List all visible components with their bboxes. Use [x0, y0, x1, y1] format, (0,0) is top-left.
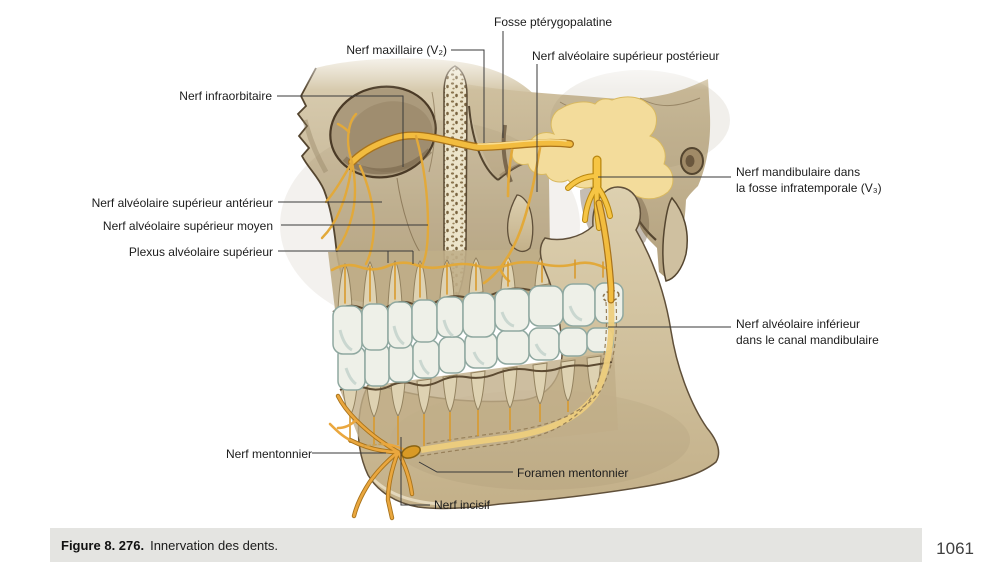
label-foramen-mentonnier: Foramen mentonnier [517, 466, 629, 480]
mental-foramen [401, 445, 421, 459]
page-number: 1061 [936, 539, 974, 558]
label-nerf-incisif: Nerf incisif [434, 498, 491, 512]
label-nerf-alveolaire-inferieur-line1: Nerf alvéolaire inférieur [736, 317, 861, 331]
figure-caption-number: Figure 8. 276. [61, 537, 145, 553]
leader-foramen [418, 461, 513, 473]
label-nerf-alveolaire-inferieur: Nerf alvéolaire inférieur dans le canal … [736, 316, 879, 348]
label-nerf-infraorbitaire: Nerf infraorbitaire [179, 89, 272, 103]
leader-lines [277, 31, 731, 506]
fat-pad [511, 96, 674, 200]
mandibular-foramen [602, 289, 620, 303]
figure-caption-text: Innervation des dents. [150, 537, 279, 553]
figure-caption-bar: Figure 8. 276. Innervation des dents. [50, 528, 922, 562]
styloid-process [662, 196, 688, 282]
superior-alveolar-plexus [330, 260, 607, 272]
teeth-shading [338, 305, 583, 386]
top-fade [270, 48, 730, 90]
label-nerf-mentonnier: Nerf mentonnier [225, 447, 312, 461]
label-nerf-alveolaire-inferieur-line2: dans le canal mandibulaire [736, 333, 879, 347]
label-plexus-alveolaire-superieur: Plexus alvéolaire supérieur [128, 245, 273, 259]
label-nerf-maxillaire: Nerf maxillaire (V₂) [346, 43, 447, 57]
teeth-upper [332, 282, 624, 355]
label-fosse-pterygopalatine: Fosse ptérygopalatine [494, 15, 613, 29]
label-nerf-mandibulaire-line2: la fosse infratemporale (V₃) [736, 181, 882, 195]
label-nerf-alveolaire-sup-posterieur: Nerf alvéolaire supérieur postérieur [532, 49, 720, 63]
label-nerf-mandibulaire-line1: Nerf mandibulaire dans [736, 165, 861, 179]
leader-incisif [400, 437, 430, 506]
mental-nerve [328, 393, 415, 521]
leader-maxillaire [451, 49, 485, 143]
upper-dental-filaments [344, 259, 604, 304]
label-nerf-alveolaire-sup-moyen: Nerf alvéolaire supérieur moyen [102, 219, 273, 233]
nerves [320, 112, 615, 521]
inferior-alveolar-nerve [595, 199, 615, 304]
label-nerf-alveolaire-sup-anterieur: Nerf alvéolaire supérieur antérieur [91, 196, 273, 210]
inferior-alveolar-canal [419, 289, 620, 457]
maxillary-infraorbital-nerve [320, 112, 574, 252]
label-nerf-mandibulaire: Nerf mandibulaire dans la fosse infratem… [736, 164, 882, 196]
mandible [339, 186, 720, 510]
leader-plexus [278, 250, 414, 264]
anterior-superior-alveolar-nerve [358, 164, 376, 266]
leader-infraorbitaire [277, 95, 404, 167]
